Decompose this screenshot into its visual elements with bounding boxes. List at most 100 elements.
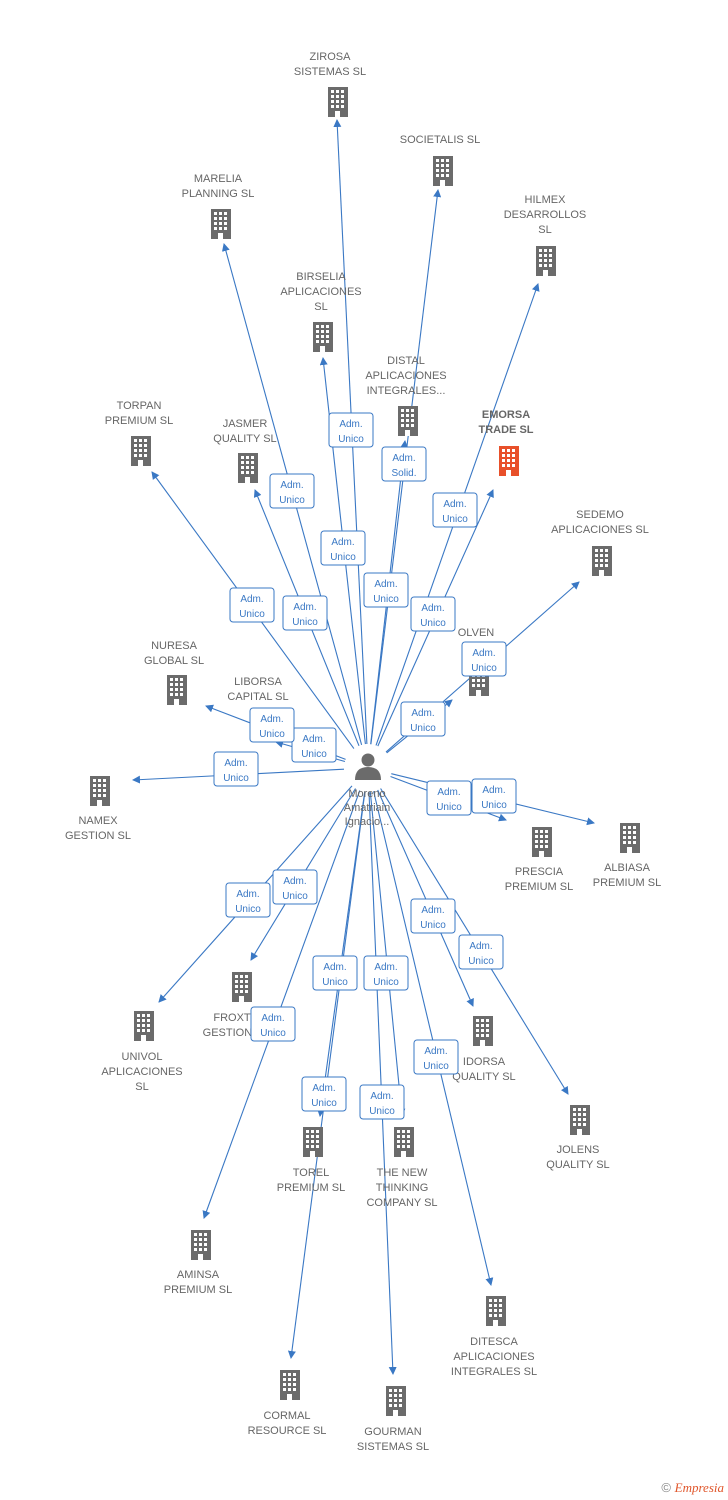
edge-label-idorsa[interactable]: Adm. Unico xyxy=(410,898,456,934)
edge-label-aminsa[interactable]: Adm.Unico xyxy=(250,1006,296,1042)
company-name-line: BIRSELIA xyxy=(296,271,346,283)
building-icon xyxy=(167,675,187,705)
company-name-line: DISTAL xyxy=(387,355,425,367)
company-name-line: NAMEX xyxy=(78,815,118,827)
edge-label-olven[interactable]: Adm.Unico xyxy=(400,701,446,737)
edge-label-text: Unico xyxy=(282,891,308,902)
copyright-symbol: © xyxy=(661,1480,672,1495)
edge-label-hilmex[interactable]: Adm.Unico xyxy=(432,492,478,528)
edge-label-text: Unico xyxy=(420,920,446,931)
edge-label-text: Unico xyxy=(330,552,356,563)
center-person[interactable]: MorenoAmatriainIgnacio... xyxy=(344,753,390,829)
footer-brand: © Empresia xyxy=(661,1480,724,1496)
edge-label-jasmer[interactable]: Adm. Unico xyxy=(282,595,328,631)
edge-label-jolens[interactable]: Adm.Unico xyxy=(458,934,504,970)
edge-label-box xyxy=(312,955,358,991)
edge-label-text: Adm. xyxy=(312,1083,335,1094)
edge-label-thenew[interactable]: Adm.Unico xyxy=(363,955,409,991)
edge-label-box xyxy=(269,473,315,509)
edge-label-namex[interactable]: Adm.Unico xyxy=(213,751,259,787)
edge-label-zirosa[interactable]: Adm.Unico xyxy=(328,412,374,448)
edge-label-text: Unico xyxy=(338,434,364,445)
edge-label-text: Adm. xyxy=(240,594,263,605)
edge-label-box xyxy=(471,778,517,814)
edge-label-gourman[interactable]: Adm.Unico xyxy=(359,1084,405,1120)
edge-label-box xyxy=(272,869,318,905)
brand-name[interactable]: Empresia xyxy=(674,1480,724,1495)
edge-label-text: Adm. xyxy=(424,1046,447,1057)
building-icon xyxy=(90,776,110,806)
edge-label-box xyxy=(413,1039,459,1075)
edge-label-text: Unico xyxy=(239,609,265,620)
building-icon xyxy=(238,453,258,483)
company-name-line: RESOURCE SL xyxy=(248,1425,327,1437)
edge-label-liborsa[interactable]: Adm.Unico xyxy=(291,727,337,763)
edge-label-box xyxy=(320,530,366,566)
edge-label-box xyxy=(461,641,507,677)
building-icon xyxy=(570,1105,590,1135)
edge-label-torpan[interactable]: Adm. Unico xyxy=(229,587,275,623)
edge-label-nuresa[interactable]: Adm.Unico xyxy=(249,707,295,743)
edge-label-birselia[interactable]: Adm.Unico xyxy=(320,530,366,566)
edge-label-albiasa[interactable]: Adm.Unico xyxy=(471,778,517,814)
person-icon xyxy=(355,753,381,780)
edge-label-prescia[interactable]: Adm.Unico xyxy=(426,780,472,816)
edge-label-text: Unico xyxy=(259,729,285,740)
company-name-line: THE NEW xyxy=(377,1167,428,1179)
company-name-line: PRESCIA xyxy=(515,866,564,878)
company-node-froxt[interactable]: FROXTGESTION... xyxy=(203,972,262,1039)
company-node-societalis[interactable]: SOCIETALIS SL xyxy=(400,134,481,186)
edge-label-sedemo[interactable]: Adm.Unico xyxy=(461,641,507,677)
company-name-line: SISTEMAS SL xyxy=(357,1441,429,1453)
edge-label-text: Adm. xyxy=(283,876,306,887)
edge-label-cormal[interactable]: Adm. Unico xyxy=(301,1076,347,1112)
edge-label-box xyxy=(410,596,456,632)
edge-label-box xyxy=(363,955,409,991)
edge-label-marelia[interactable]: Adm.Unico xyxy=(269,473,315,509)
edge-label-text: Adm. xyxy=(280,480,303,491)
company-name-line: SL xyxy=(314,301,327,313)
edge-label-societalis[interactable]: Adm.Solid. xyxy=(381,446,427,482)
edge-label-ditesca[interactable]: Adm.Unico xyxy=(413,1039,459,1075)
company-name-line: APLICACIONES SL xyxy=(551,524,649,536)
company-name-line: GLOBAL SL xyxy=(144,655,204,667)
edge-label-froxt[interactable]: Adm. Unico xyxy=(272,869,318,905)
edge-label-emorsa[interactable]: Adm.Unico xyxy=(410,596,456,632)
edge-label-text: Unico xyxy=(442,514,468,525)
edge-label-text: Unico xyxy=(292,617,318,628)
company-name-line: GESTION... xyxy=(203,1027,262,1039)
edge-label-text: Unico xyxy=(311,1098,337,1109)
edge-label-text: Unico xyxy=(235,904,261,915)
company-node-distal[interactable]: DISTALAPLICACIONESINTEGRALES... xyxy=(365,355,447,436)
edge-label-text: Adm. xyxy=(421,905,444,916)
edge-label-univol[interactable]: Adm.Unico xyxy=(225,882,271,918)
edge-label-torel[interactable]: Adm.Unico xyxy=(312,955,358,991)
edge-label-text: Unico xyxy=(369,1106,395,1117)
edge-label-distal[interactable]: Adm.Unico xyxy=(363,572,409,608)
company-name-line: INTEGRALES... xyxy=(367,385,446,397)
edge-label-text: Adm. xyxy=(293,602,316,613)
